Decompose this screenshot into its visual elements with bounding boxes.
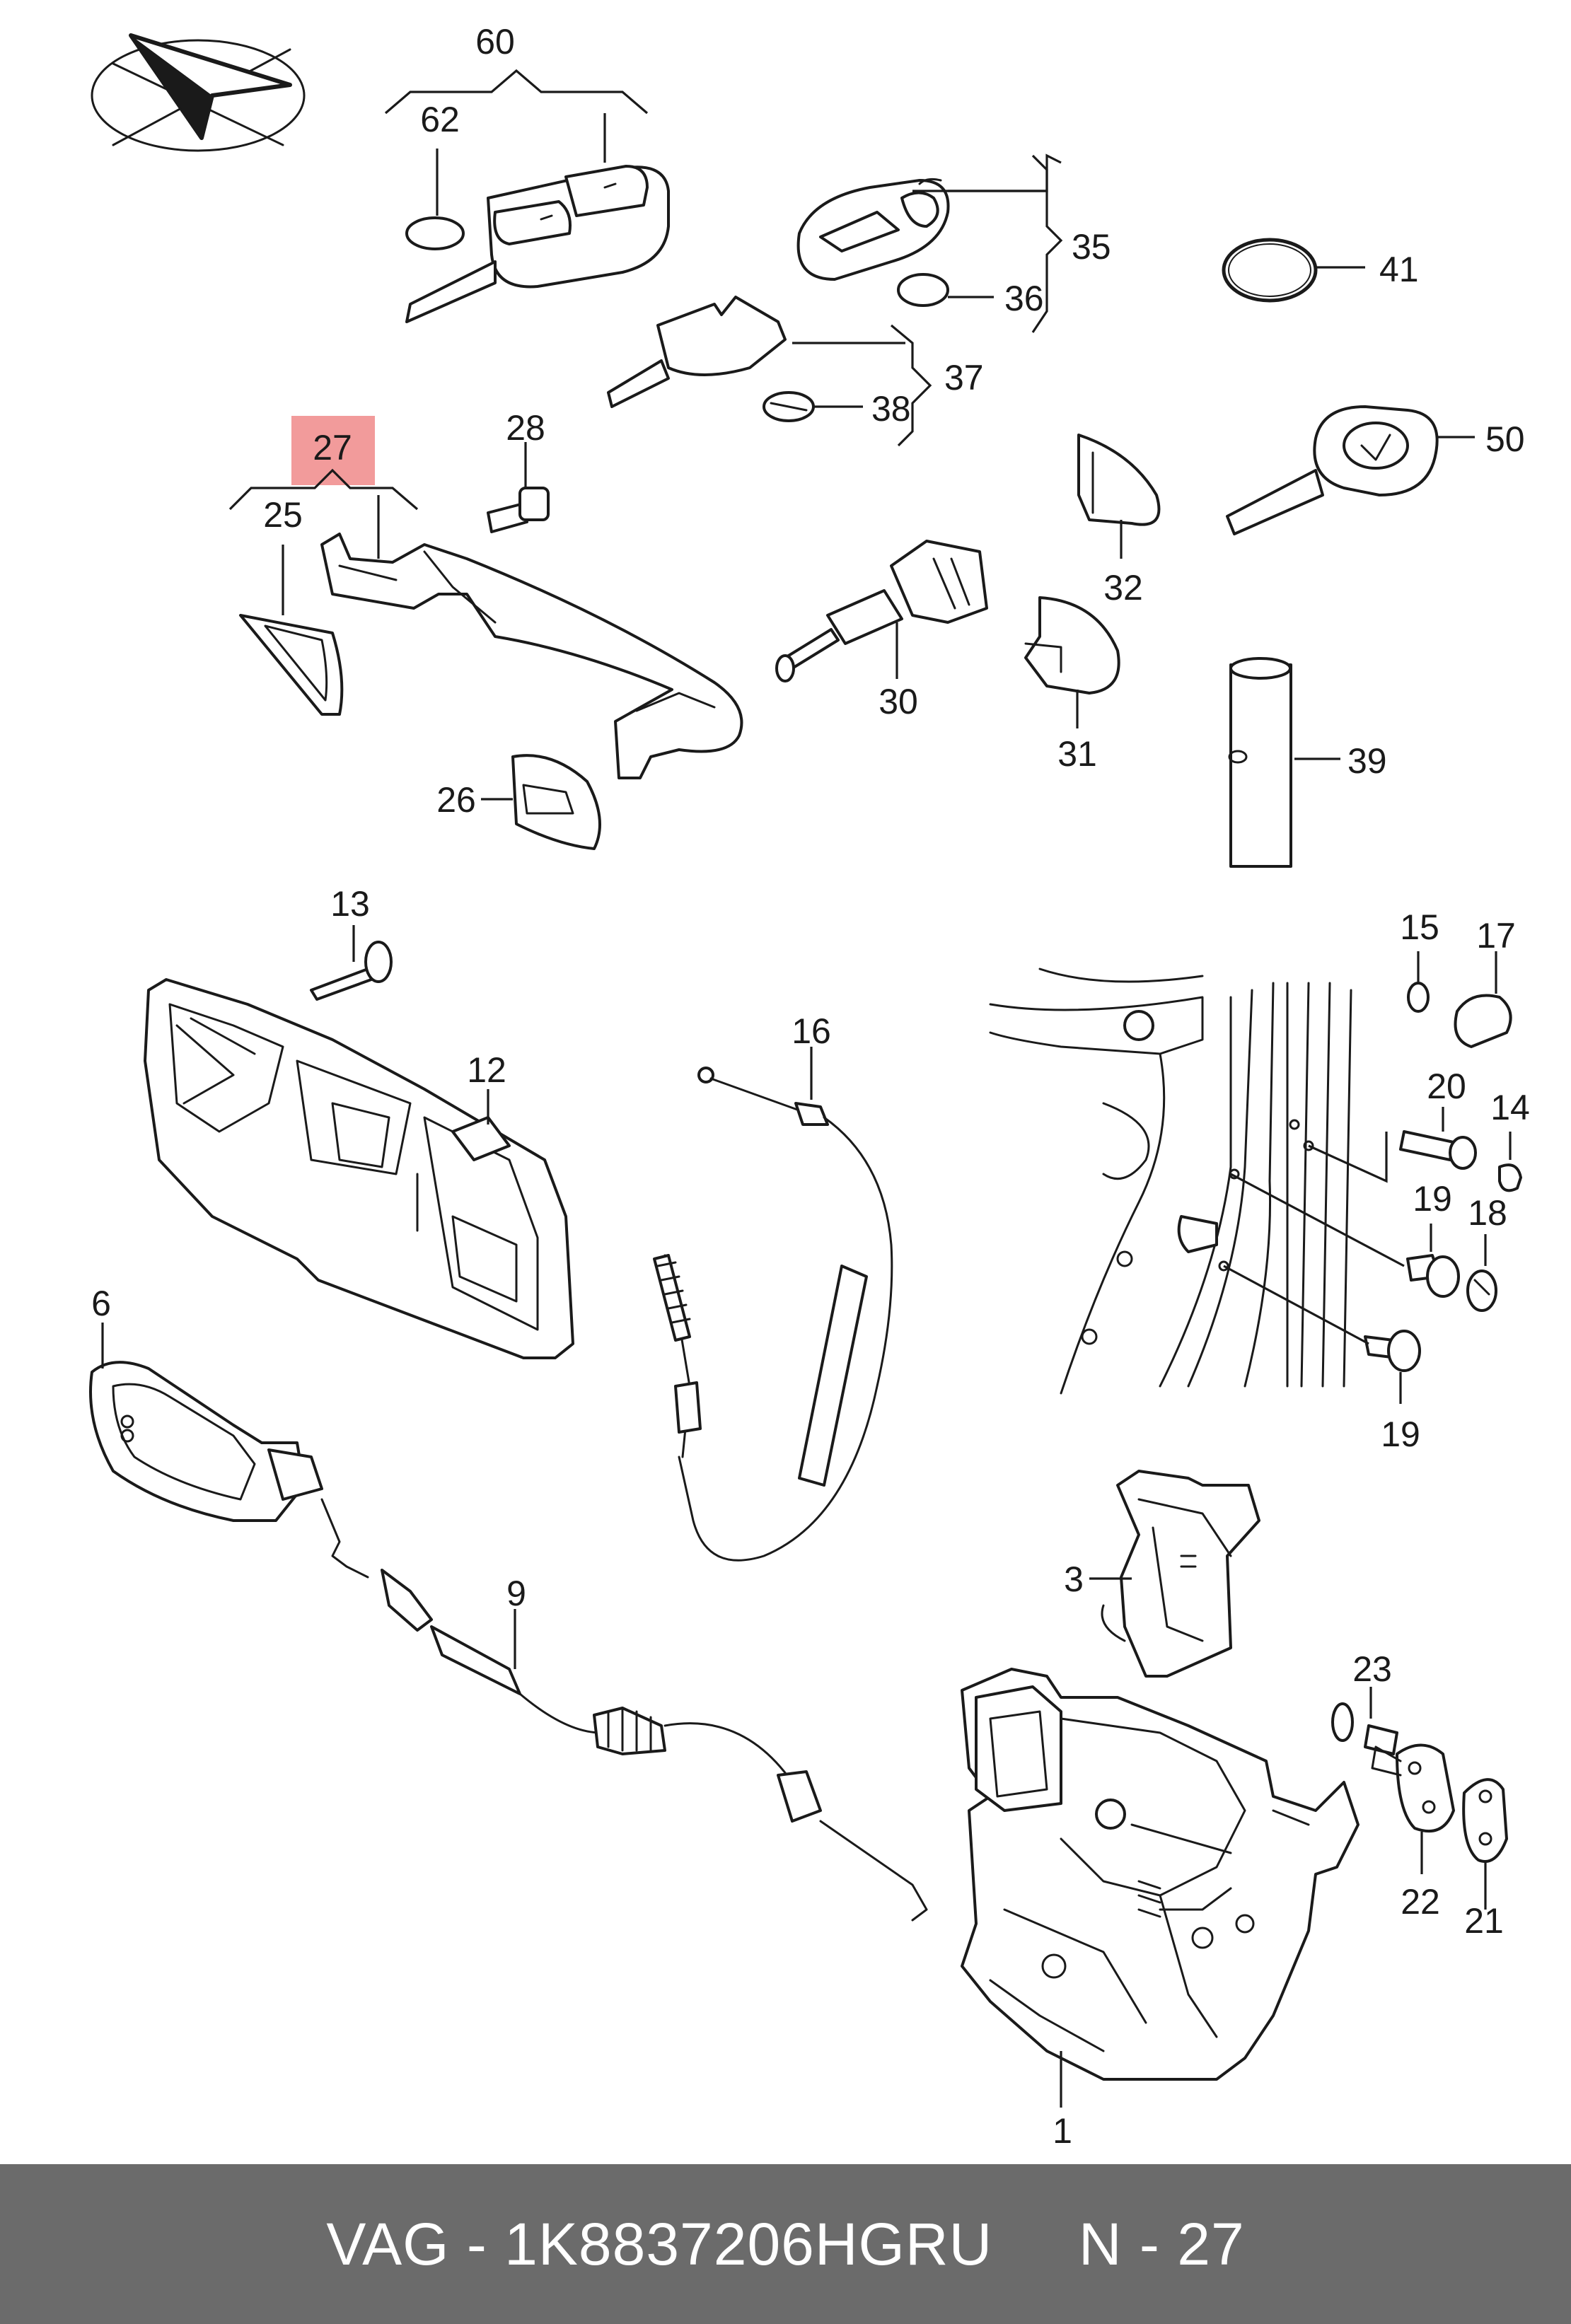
callout-20: 20 [1427,1067,1466,1106]
handle-carrier-12 [144,978,574,1359]
callout-38: 38 [871,389,911,429]
callout-12: 12 [467,1050,506,1090]
callout-17: 17 [1476,916,1516,955]
bracket-3 [1089,1470,1260,1678]
callout-30: 30 [879,682,918,721]
callout-39: 39 [1347,741,1387,781]
callout-13: 13 [330,884,370,924]
callout-1: 1 [1053,2111,1072,2151]
cover-32 [1077,434,1161,559]
door-lock-1 [961,1668,1360,2108]
footer-bar: VAG - 1K8837206HGRU N - 27 [0,2164,1571,2324]
plug-18 [1466,1234,1497,1312]
key-50 [1226,405,1475,535]
inner-handle-6 [89,1323,323,1522]
callout-31: 31 [1057,734,1097,774]
remote-key-60 [405,113,670,323]
callout-9: 9 [506,1574,526,1613]
washer-15 [1407,951,1430,1013]
spray-can-39 [1228,657,1340,868]
callout-22: 22 [1401,1882,1440,1922]
callout-14: 14 [1490,1088,1530,1127]
callout-labels: 60 62 35 36 41 37 38 50 27 25 28 32 30 3… [91,22,1530,2151]
callout-19a: 19 [1413,1179,1452,1219]
callout-6: 6 [91,1284,111,1323]
striker-plate-22 [1371,1743,1455,1874]
callout-36: 36 [1004,279,1044,318]
callout-25: 25 [263,495,303,535]
callout-28: 28 [506,408,545,448]
callout-26: 26 [436,780,476,820]
bolt-19b [1223,1265,1421,1404]
battery-36 [897,273,994,307]
cap-14 [1498,1132,1522,1192]
callout-15: 15 [1400,907,1439,947]
bracket-27 [228,468,419,559]
parts-diagram: 60 62 35 36 41 37 38 50 27 25 28 32 30 3… [89,22,1530,2151]
remote-key-35 [796,153,1063,333]
cap-26 [481,754,601,850]
seal-ring-41 [1222,238,1365,303]
callout-23: 23 [1352,1649,1392,1689]
screw-13 [310,925,393,1001]
cable-16 [653,1047,893,1562]
callout-62: 62 [420,100,460,139]
callout-60: 60 [475,22,515,62]
plug-17 [1454,951,1512,1048]
callout-3: 3 [1064,1559,1084,1599]
screw-28 [487,442,550,533]
bolt-20 [1308,1107,1477,1183]
callout-41: 41 [1379,250,1419,289]
door-handle-27 [320,533,743,779]
bolt-19a [1230,1173,1460,1298]
gasket-25 [239,545,344,716]
callout-19b: 19 [1381,1414,1420,1454]
callout-32: 32 [1103,568,1143,608]
bracket-60 [384,69,649,115]
callout-37: 37 [944,358,984,397]
part-number-label: VAG - 1K8837206HGRU N - 27 [326,2210,1245,2277]
highlight-27 [291,416,375,485]
emblem-38 [763,391,863,422]
lock-cylinder-30 [775,540,988,682]
screw-23 [1331,1687,1398,1755]
callout-21: 21 [1464,1901,1504,1941]
battery-62 [405,149,465,250]
callout-50: 50 [1485,419,1525,459]
compass-logo-icon [91,33,306,152]
cable-9 [320,1498,928,1922]
key-blade-37 [607,296,932,447]
callout-35: 35 [1072,227,1111,267]
cover-31 [1024,596,1120,728]
callout-27: 27 [313,428,352,467]
callout-18: 18 [1468,1193,1507,1233]
callout-16: 16 [792,1011,831,1051]
plate-21 [1462,1778,1508,1910]
door-frame [989,968,1352,1395]
